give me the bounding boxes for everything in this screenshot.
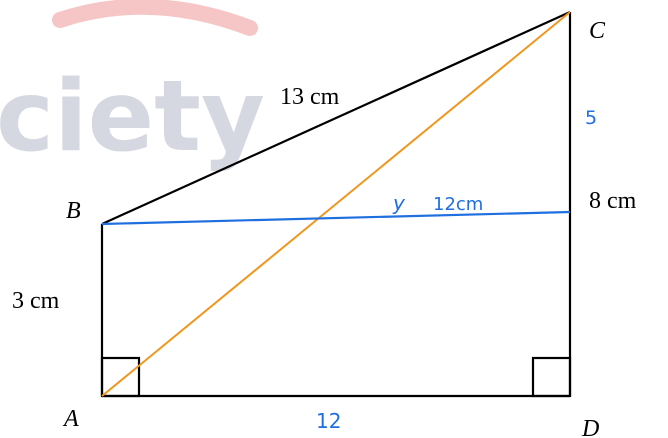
diagonal-ac xyxy=(101,11,571,397)
annotation-five: 5 xyxy=(585,107,597,129)
quadrilateral-abcd xyxy=(100,10,572,398)
vertex-label-b: B xyxy=(66,198,81,224)
annotation-ad-length: 12 xyxy=(316,409,341,433)
label-bc-length: 13 cm xyxy=(280,84,340,110)
vertex-label-d: D xyxy=(581,416,599,438)
right-angle-marker-a xyxy=(100,356,141,398)
watermark-swoosh xyxy=(52,0,258,36)
handwritten-annotations: 5 y 12cm 12 xyxy=(316,107,597,433)
side-bc xyxy=(101,10,571,226)
vertex-label-a: A xyxy=(62,406,79,432)
watermark-text: ciety xyxy=(0,60,265,174)
label-ab-length: 3 cm xyxy=(12,288,60,314)
annotation-y: y xyxy=(392,191,406,215)
watermark: ciety xyxy=(0,0,265,174)
right-angle-marker-d xyxy=(531,356,572,398)
vertex-label-c: C xyxy=(589,18,606,44)
annotation-12cm: 12cm xyxy=(433,194,483,215)
horizontal-segment-y xyxy=(101,210,571,226)
label-cd-length: 8 cm xyxy=(589,188,637,214)
